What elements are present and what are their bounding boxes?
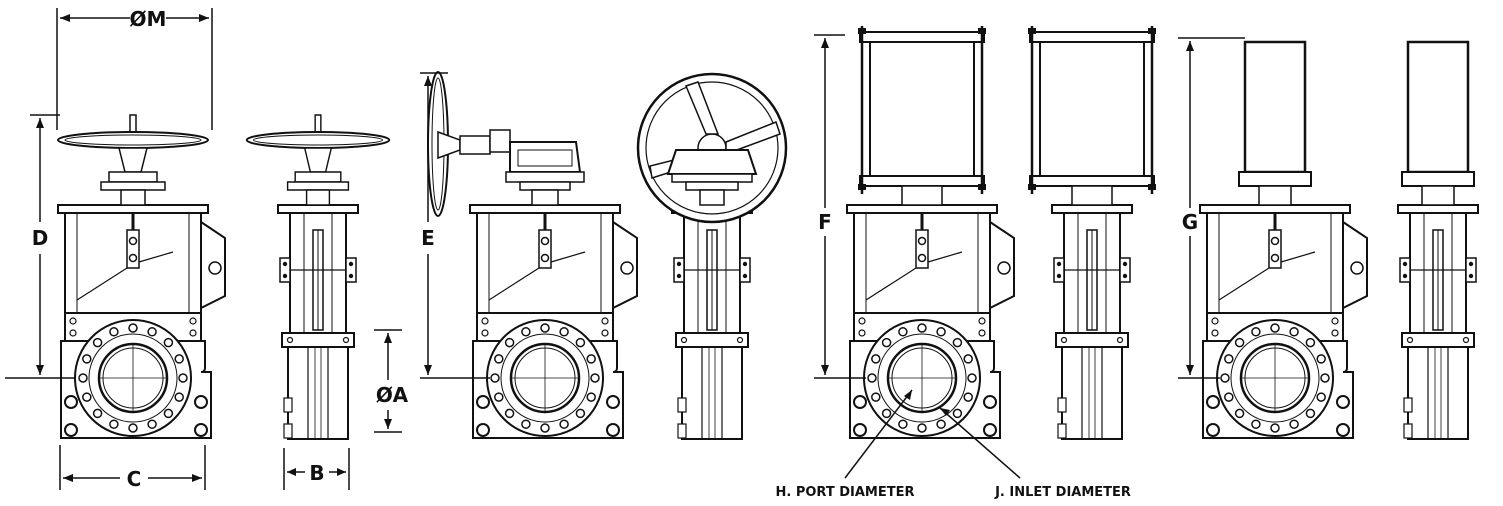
view-pneumatic-side (1026, 24, 1158, 440)
callout-port-diameter: H. PORT DIAMETER (775, 485, 914, 500)
dimension-lines (5, 8, 1245, 490)
dimension-label-g: G (1182, 210, 1198, 234)
view-hydraulic-front (1198, 40, 1369, 440)
dimension-label-f: F (818, 210, 832, 234)
dimension-label-b: B (309, 461, 324, 485)
callout-inlet-diameter: J. INLET DIAMETER (994, 485, 1131, 500)
dimension-label-e: E (421, 226, 435, 250)
dimension-label-a: ØA (376, 383, 409, 407)
dimension-label-d: D (32, 226, 49, 250)
view-handwheel-side (245, 114, 391, 440)
view-pneumatic-front (845, 24, 1016, 440)
dimension-arrows (36, 14, 1194, 482)
dimension-label-m: ØM (130, 7, 167, 31)
view-gear-front (427, 71, 639, 440)
view-gear-side (636, 72, 788, 440)
view-hydraulic-side (1397, 40, 1479, 440)
dimension-label-c: C (127, 467, 142, 491)
view-handwheel-front (56, 114, 227, 440)
